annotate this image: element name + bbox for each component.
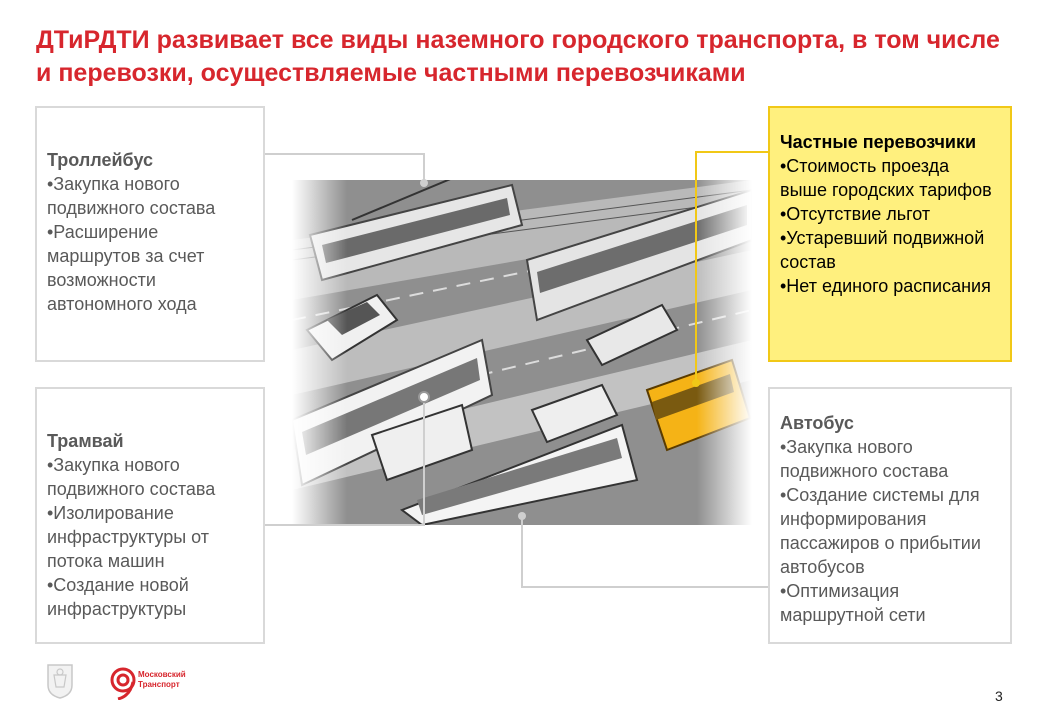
bus-item: •Создание системы для информирования пас… bbox=[780, 485, 981, 577]
private-carriers-item: •Отсутствие льгот bbox=[780, 204, 931, 224]
page-number: 3 bbox=[995, 688, 1003, 704]
private-carriers-item: •Стоимость проезда выше городских тарифо… bbox=[780, 156, 992, 200]
tram-item: •Изолирование инфраструктуры от потока м… bbox=[47, 503, 210, 571]
moscow-coat-of-arms-icon bbox=[47, 664, 73, 699]
street-illustration bbox=[292, 180, 752, 525]
tram-heading: Трамвай bbox=[47, 431, 124, 451]
trolleybus-info-box: Троллейбус •Закупка нового подвижного со… bbox=[35, 106, 265, 362]
private-carriers-item: •Устаревший подвижной состав bbox=[780, 228, 985, 272]
moscow-transport-logo-icon bbox=[110, 667, 136, 700]
private-carriers-heading: Частные перевозчики bbox=[780, 132, 977, 152]
trolleybus-item: •Закупка нового подвижного состава bbox=[47, 174, 216, 218]
bus-heading: Автобус bbox=[780, 413, 854, 433]
private-carriers-item: •Нет единого расписания bbox=[780, 276, 991, 296]
tram-info-box: Трамвай •Закупка нового подвижного соста… bbox=[35, 387, 265, 644]
moscow-transport-logo-text: Московский Транспорт bbox=[138, 670, 186, 689]
trolleybus-heading: Троллейбус bbox=[47, 150, 154, 170]
trolleybus-item: •Расширение маршрутов за счет возможност… bbox=[47, 222, 205, 314]
tram-item: •Создание новой инфраструктуры bbox=[47, 575, 189, 619]
tram-item: •Закупка нового подвижного состава bbox=[47, 455, 216, 499]
slide-title: ДТиРДТИ развивает все виды наземного гор… bbox=[36, 26, 1000, 87]
moscow-transport-logo: Московский Транспорт bbox=[106, 666, 206, 700]
bus-info-box: Автобус •Закупка нового подвижного соста… bbox=[768, 387, 1012, 644]
bus-item: •Закупка нового подвижного состава bbox=[780, 437, 949, 481]
private-carriers-info-box: Частные перевозчики •Стоимость проезда в… bbox=[768, 106, 1012, 362]
bus-item: •Оптимизация маршрутной сети bbox=[780, 581, 926, 625]
